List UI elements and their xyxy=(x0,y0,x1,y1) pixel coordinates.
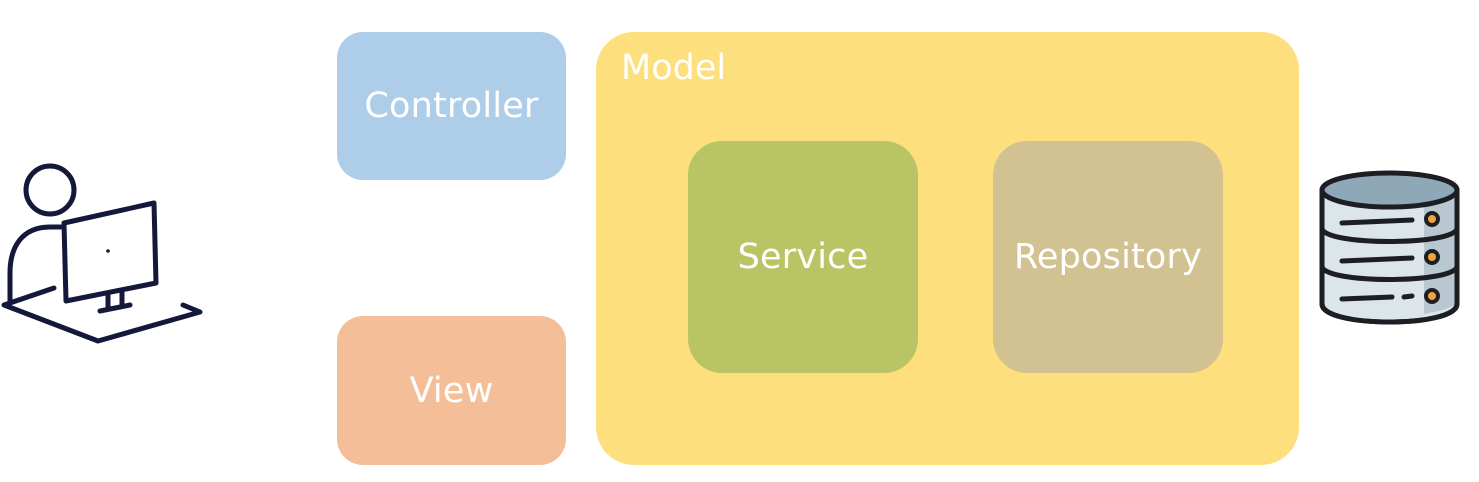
repository-label: Repository xyxy=(1013,237,1203,277)
view-box: View xyxy=(337,316,566,465)
database-server-icon xyxy=(1319,170,1460,325)
view-label: View xyxy=(409,370,494,411)
user-at-computer-icon xyxy=(1,163,203,344)
service-box: Service xyxy=(688,141,918,373)
model-box: Model Service Repository xyxy=(596,32,1299,465)
controller-box: Controller xyxy=(337,32,566,180)
service-label: Service xyxy=(737,237,869,277)
model-label: Model xyxy=(621,48,727,88)
controller-label: Controller xyxy=(364,86,539,126)
repository-box: Repository xyxy=(993,141,1223,373)
